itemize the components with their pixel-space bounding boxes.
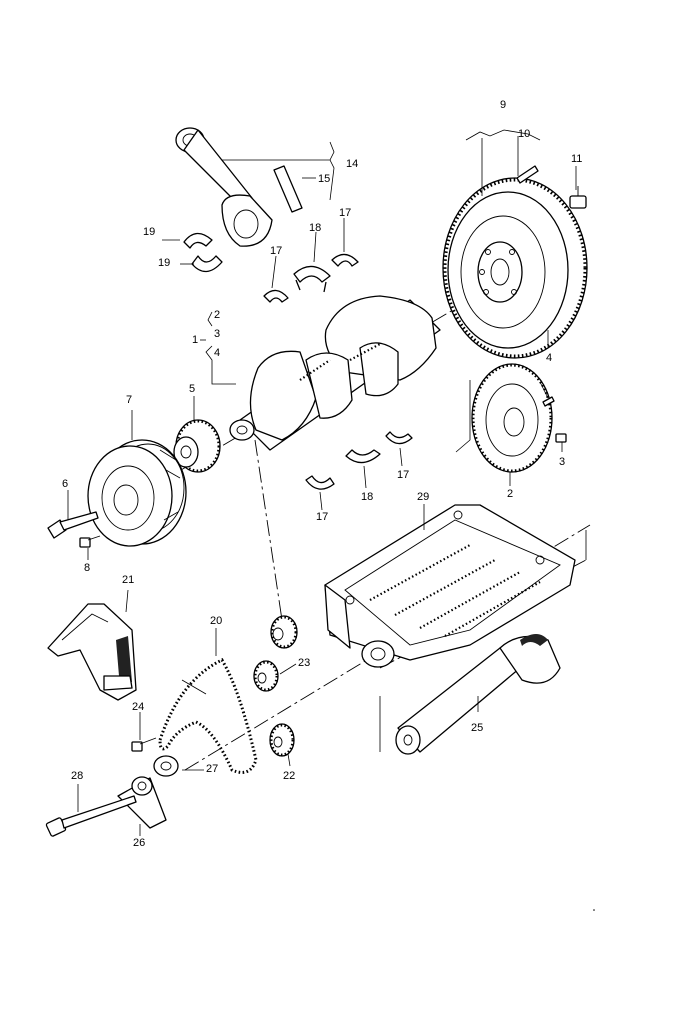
- callout-6: 6: [62, 478, 68, 490]
- callout-7: 7: [126, 394, 132, 406]
- bearing-shells-upper-left: [183, 232, 223, 273]
- callout-17: 17: [397, 469, 409, 481]
- callout-17: 17: [316, 511, 328, 523]
- callout-18: 18: [361, 491, 373, 503]
- callout-24: 24: [132, 701, 144, 713]
- callout-5: 5: [189, 383, 195, 395]
- callout-4: 4: [214, 347, 220, 359]
- pulley: [87, 439, 187, 547]
- stray-dot: [593, 909, 595, 911]
- callout-labels: 9 10 11 14 15 17 18 17 19 19 1 2 3 4 4 5…: [62, 99, 582, 849]
- callout-28: 28: [71, 770, 83, 782]
- crankshaft: [229, 295, 441, 451]
- callout-8: 8: [84, 562, 90, 574]
- chain-tensioner: [47, 603, 137, 701]
- bearing-shells-upper: [263, 253, 359, 303]
- drive-plate: [471, 363, 567, 473]
- dowel-pin: [516, 165, 539, 184]
- pulley-bolt: [47, 511, 99, 539]
- callout-19: 19: [143, 226, 155, 238]
- callout-10: 10: [518, 128, 530, 140]
- oil-pan: [324, 504, 576, 668]
- callout-3: 3: [214, 328, 220, 340]
- tensioner-bolt: [131, 737, 157, 752]
- leader-lines: [67, 129, 587, 836]
- callout-9: 9: [500, 99, 506, 111]
- flywheel: [442, 177, 588, 359]
- callout-11: 11: [571, 153, 582, 165]
- callout-27: 27: [206, 763, 218, 775]
- callout-29: 29: [417, 491, 429, 503]
- guide-bolt: [45, 795, 137, 837]
- callout-14: 14: [346, 158, 358, 170]
- balance-sprocket: [269, 723, 295, 757]
- callout-25: 25: [471, 722, 483, 734]
- callout-2: 2: [214, 309, 220, 321]
- callout-23: 23: [298, 657, 310, 669]
- callout-15: 15: [318, 173, 330, 185]
- callout-1: 1: [192, 334, 198, 346]
- callout-26: 26: [133, 837, 145, 849]
- callout-19: 19: [158, 257, 170, 269]
- flywheel-bolt: [569, 186, 587, 209]
- cam-sprocket: [270, 615, 298, 649]
- chain-washer: [153, 755, 179, 777]
- crank-sprocket: [173, 419, 221, 473]
- callout-18: 18: [309, 222, 321, 234]
- callout-22: 22: [283, 770, 295, 782]
- pulley-screw: [79, 535, 101, 548]
- callout-21: 21: [122, 574, 134, 586]
- callout-2: 2: [507, 488, 513, 500]
- callout-17: 17: [270, 245, 282, 257]
- balance-shaft: [395, 634, 561, 755]
- chain-guide: [117, 776, 167, 829]
- bearing-shells-lower: [305, 431, 413, 490]
- callout-17: 17: [339, 207, 351, 219]
- callout-4: 4: [546, 352, 552, 364]
- callout-3: 3: [559, 456, 565, 468]
- connecting-rod: [175, 127, 303, 247]
- idler-sprocket: [253, 660, 279, 692]
- callout-20: 20: [210, 615, 222, 627]
